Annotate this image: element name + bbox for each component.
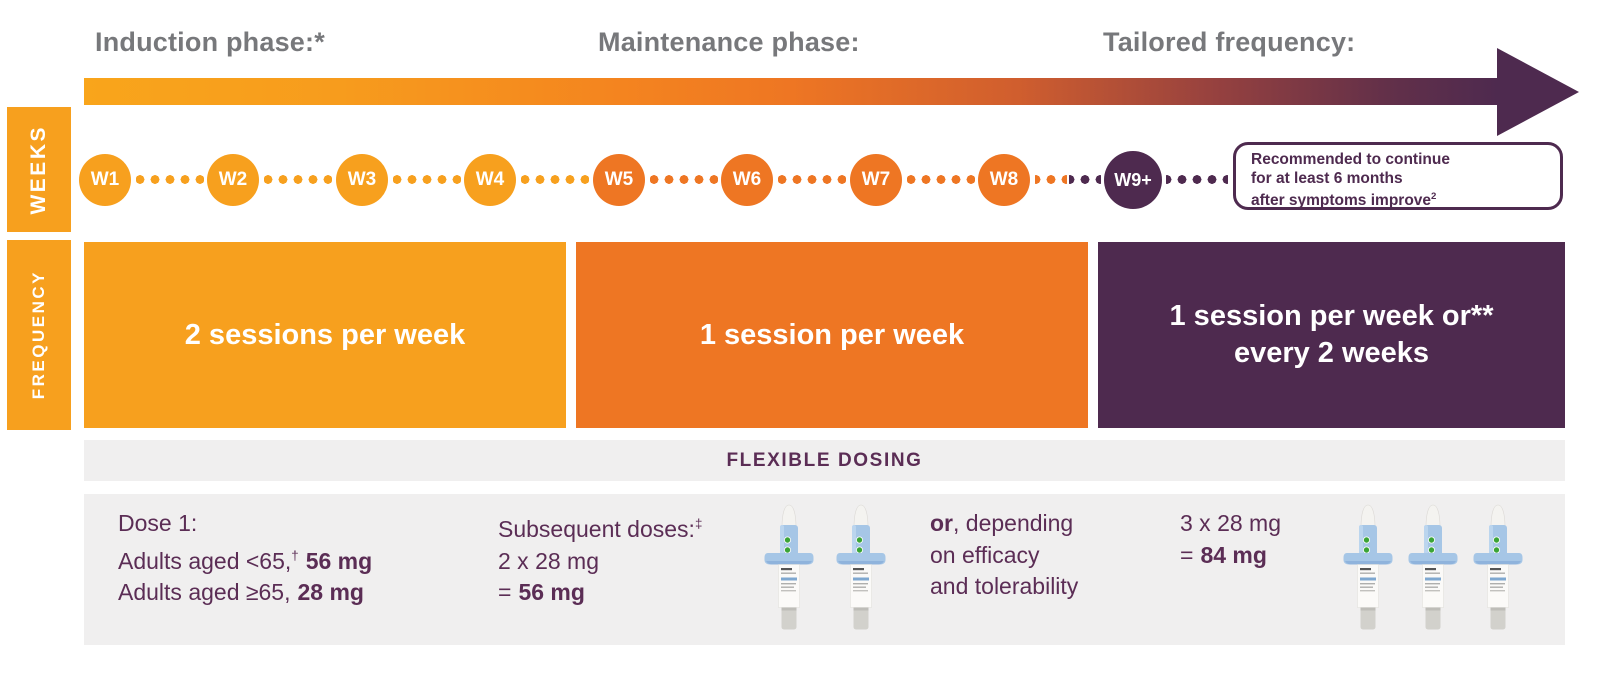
dotted-connector	[393, 175, 461, 184]
maintenance-frequency-text: 1 session per week	[699, 318, 965, 351]
frequency-axis-label: FREQUENCY	[29, 270, 48, 400]
subsequent-calc: 2 x 28 mg	[498, 547, 599, 574]
induction-frequency-block: 2 sessions per week	[84, 242, 566, 428]
reference-superscript: 2	[1431, 191, 1437, 202]
week-circle-w9plus: W9+	[1104, 151, 1162, 209]
dose1-under65-line: Adults aged <65,†56 mg	[118, 547, 373, 574]
alternative-condition-column: or, depending on efficacy and tolerabili…	[930, 508, 1078, 603]
alternative-condition-line2: on efficacy	[930, 541, 1040, 568]
nasal-spray-icon	[764, 503, 814, 631]
dotted-connector	[136, 175, 204, 184]
week-circle-w8: W8	[978, 154, 1030, 206]
note-line-3: after symptoms improve2	[1251, 191, 1437, 209]
week-circle-w3: W3	[336, 154, 388, 206]
dotted-connector	[778, 175, 846, 184]
alternative-condition-line1: or, depending	[930, 510, 1074, 536]
week-circle-w7: W7	[850, 154, 902, 206]
weeks-axis-label: WEEKS	[27, 124, 50, 215]
nasal-spray-icon	[836, 503, 886, 631]
tailored-frequency-text-line2: every 2 weeks	[1233, 337, 1430, 369]
continuation-note: Recommended to continue for at least 6 m…	[1233, 142, 1563, 210]
week-circle-w4: W4	[464, 154, 516, 206]
week-circle-w2: W2	[207, 154, 259, 206]
tailored-frequency-block: 1 session per week or** every 2 weeks	[1098, 242, 1565, 428]
nasal-spray-icon	[1408, 503, 1458, 631]
phase-gradient-bar	[84, 78, 1498, 105]
weeks-axis-box: WEEKS	[7, 107, 71, 232]
dotted-connector	[907, 175, 975, 184]
alternative-dose-column: 3 x 28 mg =84 mg	[1180, 508, 1281, 571]
week-circle-w6: W6	[721, 154, 773, 206]
dose1-title: Dose 1:	[118, 510, 198, 536]
alternative-condition-line3: and tolerability	[930, 573, 1079, 599]
dotted-connector	[1035, 175, 1067, 184]
note-line-2: for at least 6 months	[1251, 169, 1403, 187]
induction-phase-label: Induction phase:*	[95, 27, 325, 57]
dotted-connector	[1166, 175, 1228, 184]
alternative-calc: 3 x 28 mg	[1180, 510, 1281, 536]
dotted-connector	[1069, 175, 1101, 184]
dotted-connector	[264, 175, 332, 184]
flexible-dosing-title: FLEXIBLE DOSING	[726, 449, 923, 471]
tailored-frequency-text-line1: 1 session per week or**	[1169, 300, 1494, 332]
maintenance-frequency-block: 1 session per week	[576, 242, 1088, 428]
right-arrow-icon	[1497, 48, 1579, 136]
nasal-spray-icon	[1343, 503, 1393, 631]
flexible-dosing-header: FLEXIBLE DOSING	[84, 440, 1565, 481]
dose1-column: Dose 1: Adults aged <65,†56 mg Adults ag…	[118, 508, 372, 609]
nasal-spray-icon	[1473, 503, 1523, 631]
dotted-connector	[650, 175, 718, 184]
week-circle-w5: W5	[593, 154, 645, 206]
week-circle-w1: W1	[79, 154, 131, 206]
dose1-over65-line: Adults aged ≥65,28 mg	[118, 579, 364, 605]
note-line-1: Recommended to continue	[1251, 151, 1450, 168]
tailored-frequency-label: Tailored frequency:	[1103, 27, 1356, 57]
dotted-connector	[521, 175, 589, 184]
subsequent-doses-column: Subsequent doses:‡ 2 x 28 mg =56 mg	[498, 508, 702, 609]
maintenance-phase-label: Maintenance phase:	[598, 27, 860, 57]
frequency-axis-box: FREQUENCY	[7, 240, 71, 430]
induction-frequency-text: 2 sessions per week	[184, 318, 466, 351]
dosing-detail-panel: Dose 1: Adults aged <65,†56 mg Adults ag…	[84, 494, 1565, 645]
subsequent-total: =56 mg	[498, 579, 585, 605]
subsequent-title: Subsequent doses:‡	[498, 516, 703, 542]
alternative-total: =84 mg	[1180, 541, 1267, 568]
